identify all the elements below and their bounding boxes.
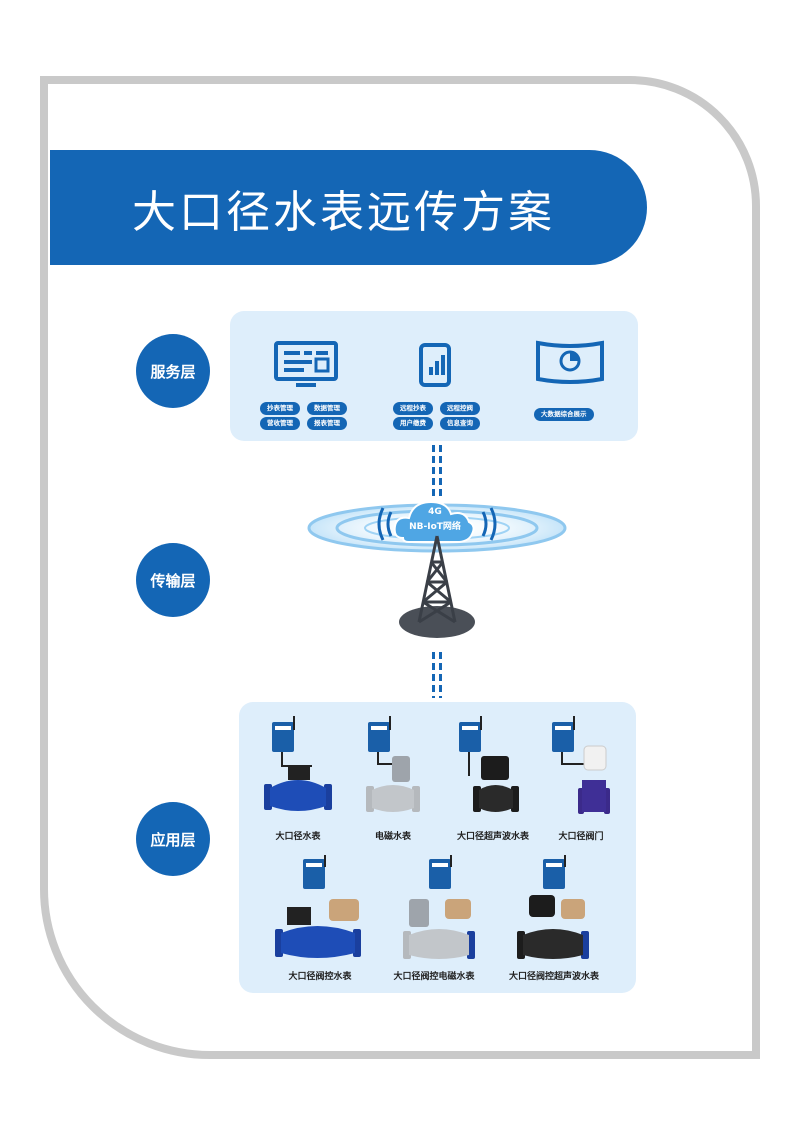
layer-badge-transport: 传输层: [136, 543, 210, 617]
tablet-icon: [419, 343, 451, 387]
product-label: 大口径阀控超声波水表: [508, 972, 600, 982]
network-graphic: [307, 500, 567, 638]
service-tag: 远程控阀: [440, 402, 480, 415]
service-tag: 大数据综合展示: [534, 408, 594, 421]
valve-controlled-electromagnetic-meter-image: [403, 855, 475, 959]
service-tag: 报表管理: [307, 417, 347, 430]
title-banner: 大口径水表远传方案: [50, 150, 647, 265]
service-tag: 远程抄表: [393, 402, 433, 415]
valve-image: [552, 716, 610, 814]
network-label-line2: NB-IoT网络: [409, 522, 461, 532]
cell-tower-icon: [399, 535, 475, 638]
electromagnetic-meter-image: [366, 716, 420, 812]
service-tag: 抄表管理: [260, 402, 300, 415]
product-label: 大口径水表: [275, 832, 321, 842]
product-label: 大口径阀控水表: [288, 972, 352, 982]
product-label: 电磁水表: [374, 832, 412, 842]
layer-badge-service: 服务层: [136, 334, 210, 408]
network-label-line1: 4G: [428, 507, 442, 517]
ultrasonic-meter-image: [459, 716, 519, 812]
service-tag: 营收管理: [260, 417, 300, 430]
cloud-icon: [393, 500, 475, 543]
curved-display-icon: [536, 340, 604, 384]
wifi-signal-icon: [377, 507, 497, 541]
connector-dashed-top: [432, 445, 442, 500]
product-label: 大口径阀控电磁水表: [393, 972, 475, 982]
service-tag: 用户缴费: [393, 417, 433, 430]
valve-controlled-ultrasonic-meter-image: [517, 855, 589, 959]
connector-dashed-bottom: [432, 652, 442, 698]
service-tag: 信息查询: [440, 417, 480, 430]
service-panel: 抄表管理 数据管理 营收管理 报表管理 远程抄表 远程控阀 用户缴费 信息查询 …: [230, 311, 638, 441]
service-tag: 数据管理: [307, 402, 347, 415]
layer-badge-application: 应用层: [136, 802, 210, 876]
product-label: 大口径超声波水表: [456, 832, 530, 842]
valve-controlled-meter-image: [275, 855, 361, 958]
page-title: 大口径水表远传方案: [132, 186, 555, 238]
product-label: 大口径阀门: [558, 832, 604, 842]
large-water-meter-image: [264, 716, 332, 811]
monitor-icon: [274, 341, 338, 387]
